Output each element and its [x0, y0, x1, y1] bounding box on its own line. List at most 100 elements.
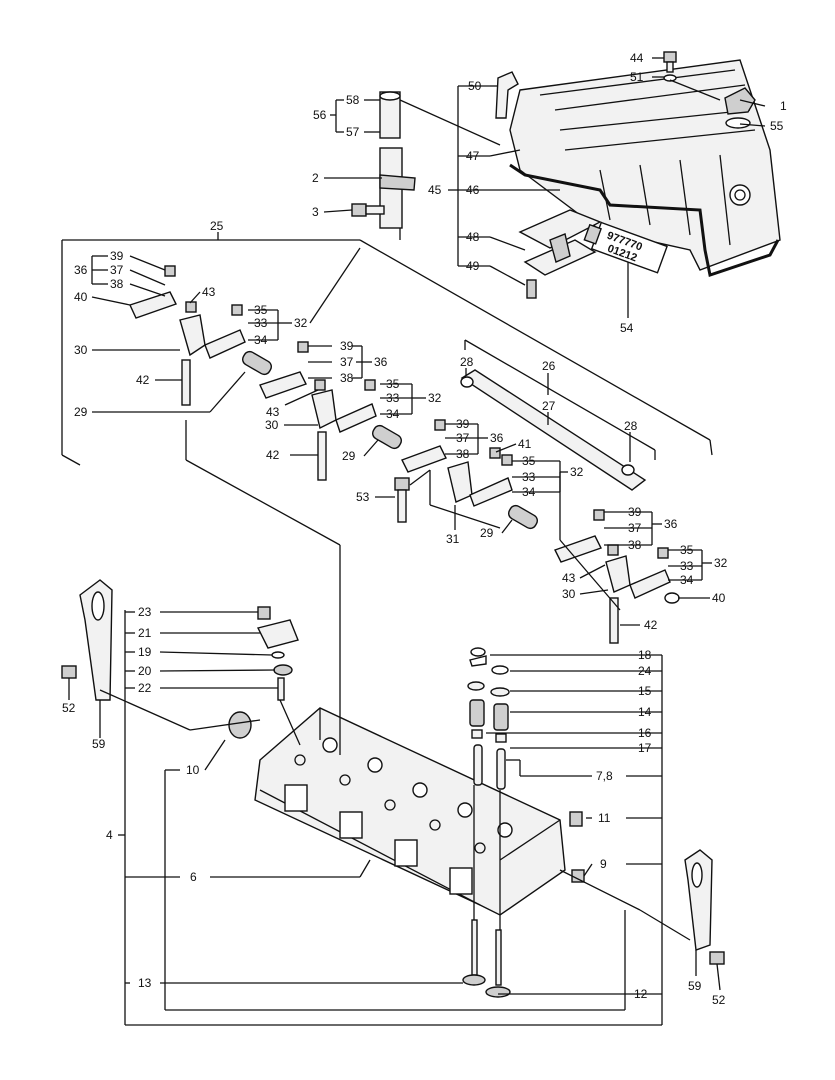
washer-51	[663, 74, 677, 82]
cylinder-head	[254, 707, 566, 916]
label-38b: 38	[340, 371, 354, 385]
bolt-53-head	[394, 477, 410, 491]
label-42d: 42	[644, 618, 658, 632]
label-28a: 28	[460, 355, 474, 369]
bolt-52-right	[709, 951, 725, 965]
label-36b: 36	[374, 355, 388, 369]
label-59a: 59	[92, 737, 106, 751]
label-56: 56	[313, 108, 327, 122]
label-34c: 34	[522, 485, 536, 499]
label-7-8: 7,8	[596, 769, 613, 783]
shaft-plug-28b	[621, 464, 635, 476]
label-3: 3	[312, 205, 319, 219]
stud-22	[277, 677, 285, 701]
label-18: 18	[638, 648, 652, 662]
label-34a: 34	[254, 333, 268, 347]
expansion-plug	[228, 711, 252, 739]
label-29c: 29	[480, 526, 494, 540]
label-10: 10	[186, 763, 200, 777]
label-35b: 35	[386, 377, 400, 391]
label-53: 53	[356, 490, 370, 504]
label-15: 15	[638, 684, 652, 698]
label-28b: 28	[624, 419, 638, 433]
label-30d: 30	[562, 587, 576, 601]
label-38c: 38	[456, 447, 470, 461]
seal-20	[273, 664, 293, 676]
bolt-44	[663, 51, 677, 63]
label-33b: 33	[386, 391, 400, 405]
rocker-assembly-1	[129, 265, 272, 406]
label-40a: 40	[74, 290, 88, 304]
bolt-49	[526, 279, 537, 299]
label-17: 17	[638, 741, 652, 755]
label-34d: 34	[680, 573, 694, 587]
label-37a: 37	[110, 263, 124, 277]
label-47: 47	[466, 149, 480, 163]
valves	[462, 919, 511, 998]
plug-9	[571, 869, 585, 883]
label-4: 4	[106, 828, 113, 842]
label-37d: 37	[628, 521, 642, 535]
label-19: 19	[138, 645, 152, 659]
label-32d: 32	[714, 556, 728, 570]
label-32a: 32	[294, 316, 308, 330]
label-30b: 30	[265, 418, 279, 432]
washer-19	[271, 651, 285, 659]
nut-23	[257, 606, 271, 620]
rocker-assembly-2	[259, 341, 402, 481]
leader-lines	[61, 57, 766, 1026]
label-39a: 39	[110, 249, 124, 263]
cover-gasket	[509, 163, 780, 277]
label-51: 51	[630, 70, 644, 84]
label-59b: 59	[688, 979, 702, 993]
label-32c: 32	[570, 465, 584, 479]
label-13: 13	[138, 976, 152, 990]
label-12: 12	[634, 987, 648, 1001]
oil-filler-cap	[724, 87, 756, 129]
label-20: 20	[138, 664, 152, 678]
label-29b: 29	[342, 449, 356, 463]
label-42b: 42	[266, 448, 280, 462]
bracket-block	[549, 233, 571, 263]
bolt-52-left	[61, 665, 77, 679]
label-6: 6	[190, 870, 197, 884]
sealant-tube: 977770 01212	[583, 221, 668, 274]
label-11: 11	[598, 811, 611, 825]
label-58: 58	[346, 93, 360, 107]
label-50: 50	[468, 79, 482, 93]
label-43a: 43	[202, 285, 216, 299]
label-54: 54	[620, 321, 634, 335]
label-29a: 29	[74, 405, 88, 419]
label-36c: 36	[490, 431, 504, 445]
label-30a: 30	[74, 343, 88, 357]
breather-elbow	[495, 71, 519, 119]
label-39b: 39	[340, 339, 354, 353]
label-21: 21	[138, 626, 152, 640]
label-33a: 33	[254, 316, 268, 330]
label-52a: 52	[62, 701, 76, 715]
callout-labels: 1 55 44 51 50 47 45 46 48 49 54 58 56 57…	[62, 51, 787, 1007]
label-44: 44	[630, 51, 644, 65]
label-35d: 35	[680, 543, 694, 557]
bracket-21	[256, 619, 299, 649]
label-48: 48	[466, 230, 480, 244]
label-57: 57	[346, 125, 360, 139]
label-1: 1	[780, 99, 787, 113]
label-37c: 37	[456, 431, 470, 445]
label-27: 27	[542, 399, 556, 413]
label-39d: 39	[628, 505, 642, 519]
label-36d: 36	[664, 517, 678, 531]
label-33c: 33	[522, 470, 536, 484]
label-34b: 34	[386, 407, 400, 421]
label-23: 23	[138, 605, 152, 619]
label-35a: 35	[254, 303, 268, 317]
label-37b: 37	[340, 355, 354, 369]
label-36a: 36	[74, 263, 88, 277]
label-45: 45	[428, 183, 442, 197]
bolt-53-shank	[397, 489, 407, 523]
label-49: 49	[466, 259, 480, 273]
rocker-assembly-3	[401, 419, 538, 530]
bolt-44-shank	[666, 61, 674, 73]
